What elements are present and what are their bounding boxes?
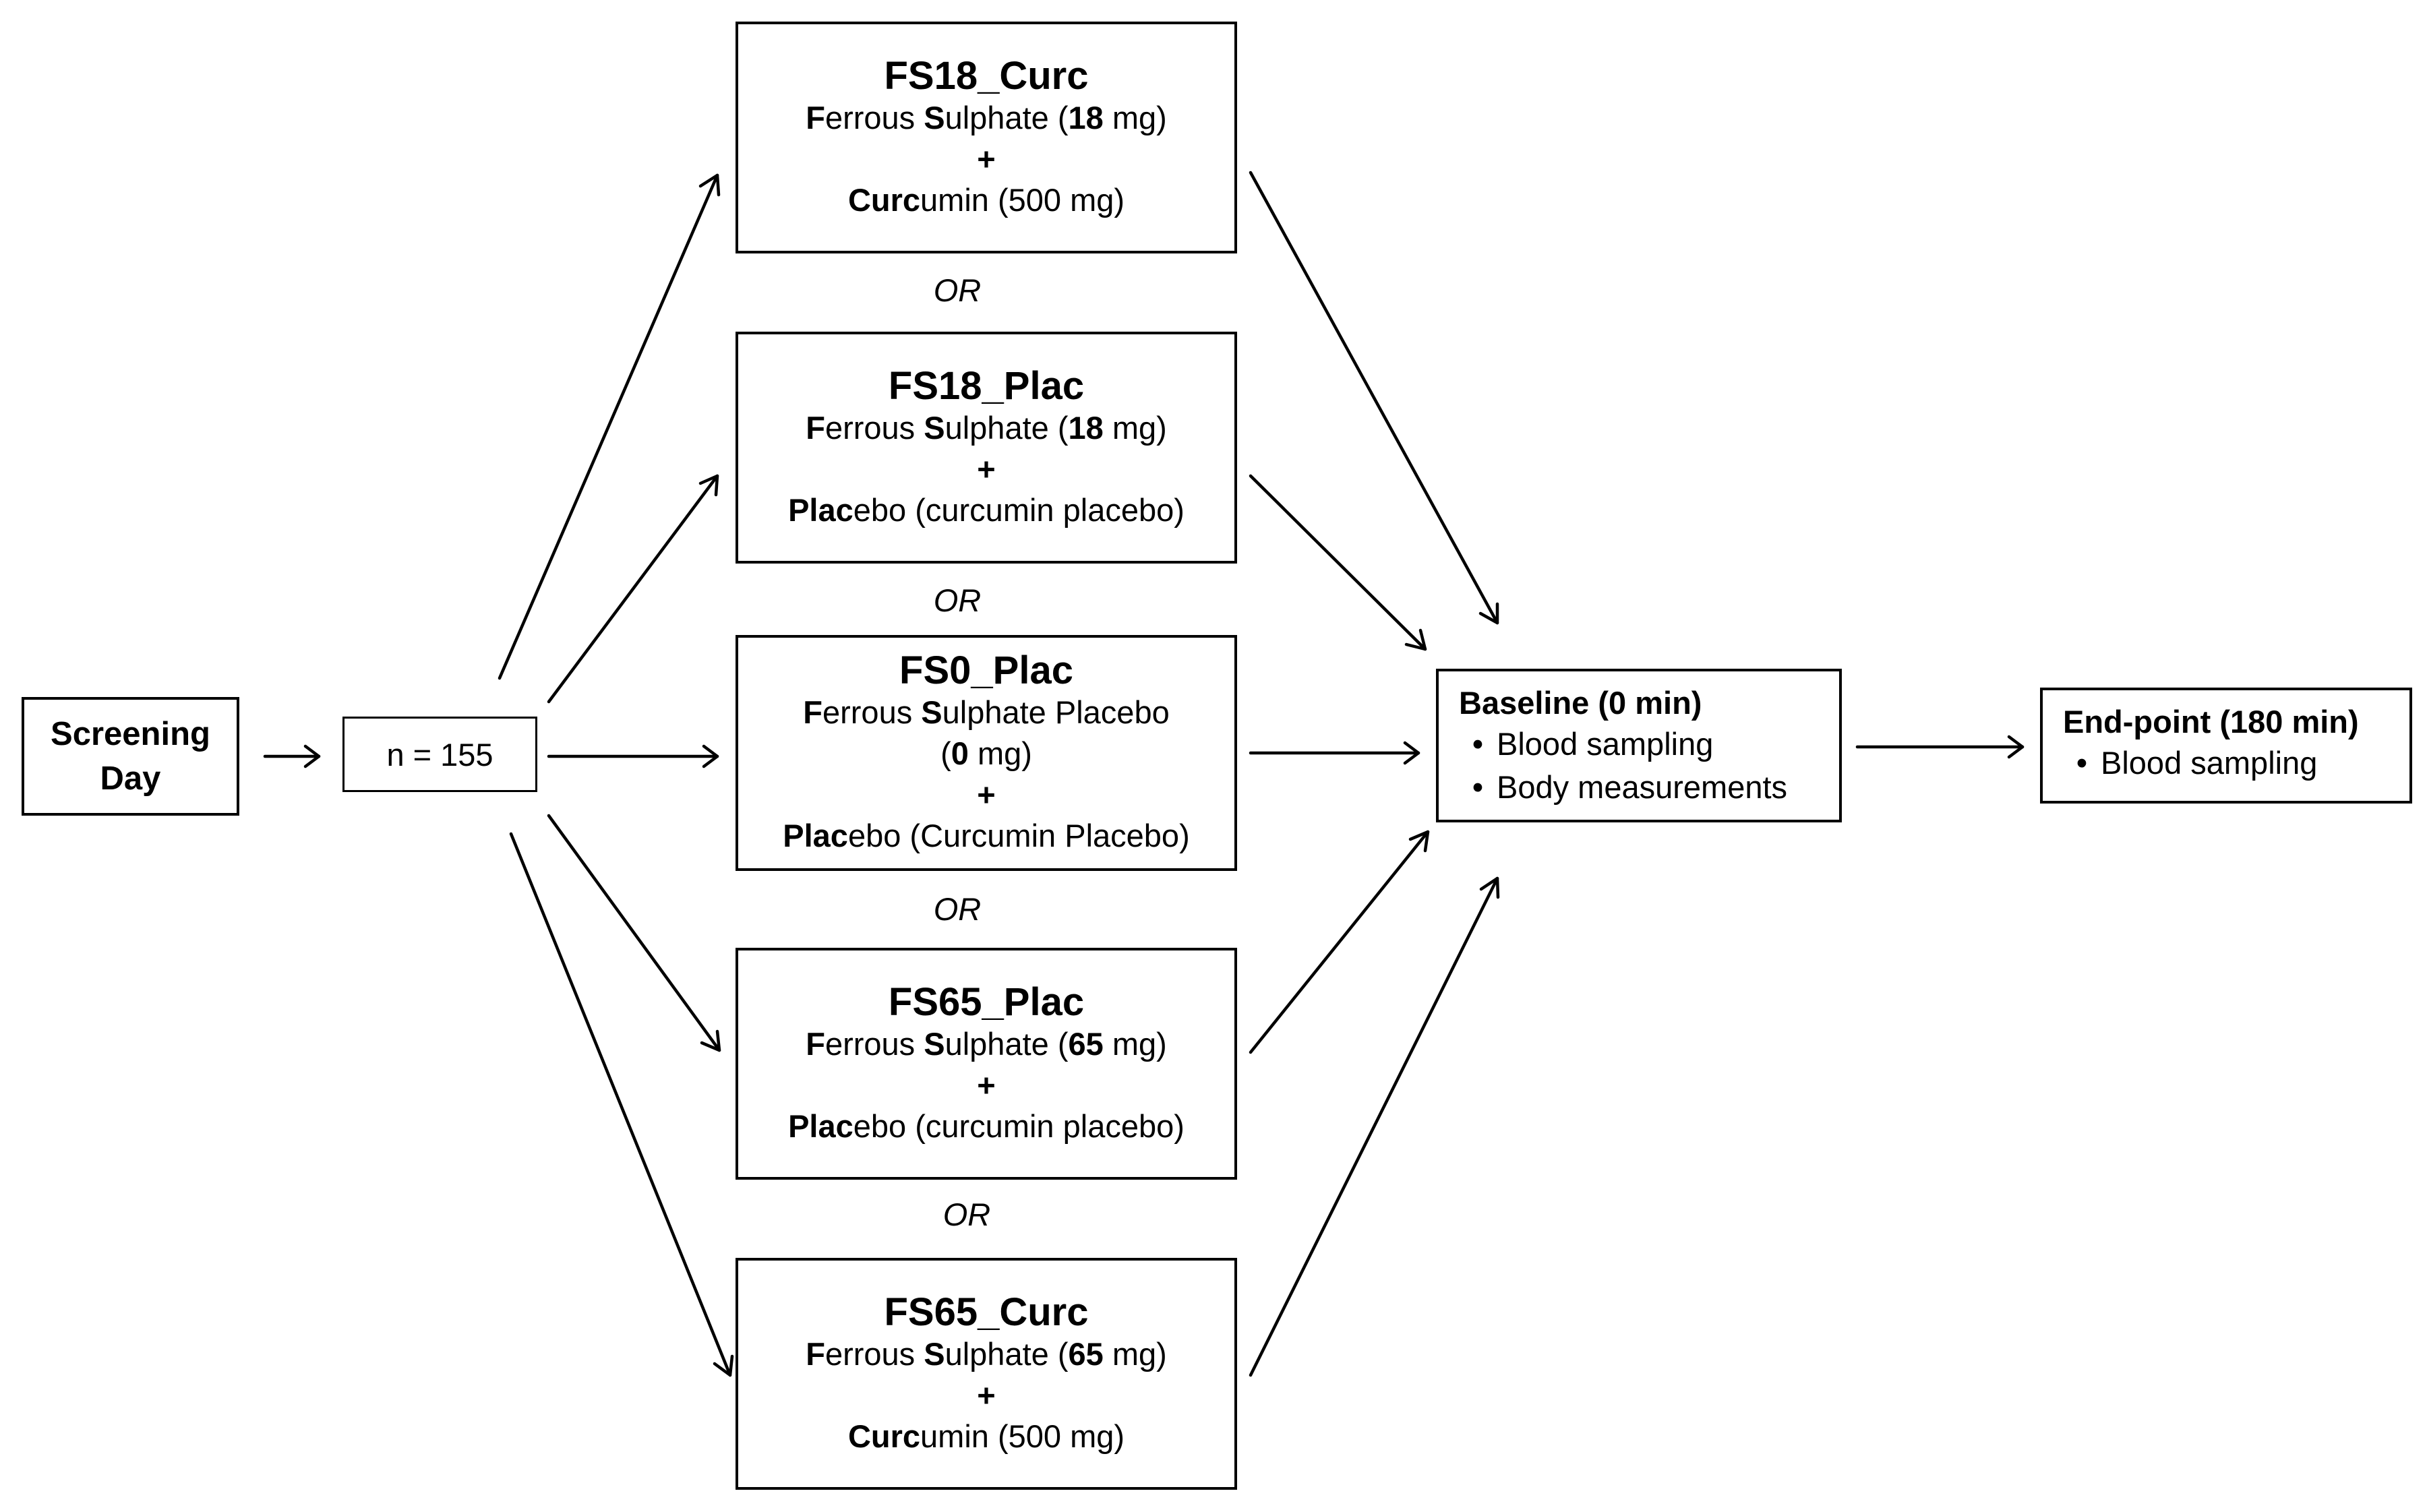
arm-second-line: Placebo (Curcumin Placebo) [783, 818, 1190, 853]
sample-size-label: n = 155 [386, 736, 493, 773]
screening-day-box: Screening Day [22, 697, 239, 816]
sample-size-box: n = 155 [342, 717, 537, 792]
arm-second-line: Curcumin (500 mg) [847, 181, 1125, 218]
arm-box-fs65-curc: FS65_Curc Ferrous Sulphate (65 mg) + Cur… [736, 1258, 1237, 1490]
arrow-fs18-curc-to-baseline [1249, 171, 1499, 625]
or-label-1: OR [933, 272, 982, 308]
arm-iron-line: Ferrous Sulphate Placebo [803, 694, 1170, 730]
arm-title: FS18_Plac [888, 363, 1085, 408]
arm-title: FS65_Curc [884, 1290, 1089, 1334]
arrow-n-to-fs65-plac [547, 814, 721, 1052]
endpoint-title: End-point (180 min) [2063, 704, 2359, 739]
arm-plus: + [977, 1066, 996, 1103]
arm-dose-line: (0 mg) [940, 735, 1032, 771]
arrow-n-to-fs0-plac [547, 744, 719, 768]
screening-line2: Day [100, 760, 161, 797]
arm-iron-line: Ferrous Sulphate (18 mg) [806, 99, 1167, 135]
arrow-fs65-plac-to-baseline [1249, 830, 1430, 1054]
or-label-3: OR [933, 891, 982, 927]
arm-iron-line: Ferrous Sulphate (65 mg) [806, 1335, 1167, 1372]
arm-iron-line: Ferrous Sulphate (65 mg) [806, 1025, 1167, 1062]
arm-box-fs18-curc: FS18_Curc Ferrous Sulphate (18 mg) + Cur… [736, 22, 1237, 253]
baseline-title: Baseline (0 min) [1459, 685, 1702, 721]
arm-title: FS18_Curc [884, 53, 1089, 98]
arrow-n-to-fs18-curc [498, 173, 721, 680]
arm-box-fs65-plac: FS65_Plac Ferrous Sulphate (65 mg) + Pla… [736, 948, 1237, 1180]
screening-line1: Screening [51, 716, 210, 752]
arrow-baseline-to-endpoint [1855, 735, 2025, 759]
baseline-item-blood-sampling: •Blood sampling [1472, 726, 1714, 762]
baseline-item-body-measurements: •Body measurements [1472, 769, 1788, 805]
arm-box-fs0-plac: FS0_Plac Ferrous Sulphate Placebo (0 mg)… [736, 635, 1237, 871]
endpoint-item-blood-sampling: •Blood sampling [2076, 745, 2318, 781]
endpoint-box: End-point (180 min) •Blood sampling [2040, 688, 2412, 804]
or-label-2: OR [933, 582, 982, 618]
arm-box-fs18-plac: FS18_Plac Ferrous Sulphate (18 mg) + Pla… [736, 332, 1237, 564]
arm-iron-line: Ferrous Sulphate (18 mg) [806, 409, 1167, 446]
arm-second-line: Placebo (curcumin placebo) [788, 1108, 1185, 1144]
arrow-n-to-fs18-plac [547, 474, 719, 704]
arrow-fs18-plac-to-baseline [1249, 474, 1427, 651]
arm-plus: + [977, 777, 996, 812]
arm-plus: + [977, 450, 996, 487]
arm-title: FS0_Plac [899, 648, 1073, 692]
baseline-box: Baseline (0 min) •Blood sampling •Body m… [1436, 669, 1842, 822]
arrow-fs0-plac-to-baseline [1249, 741, 1420, 765]
arm-second-line: Curcumin (500 mg) [847, 1418, 1125, 1454]
arm-second-line: Placebo (curcumin placebo) [788, 491, 1185, 528]
arrow-fs65-curc-to-baseline [1249, 876, 1500, 1377]
or-label-4: OR [942, 1197, 991, 1232]
arm-title: FS65_Plac [888, 979, 1085, 1024]
arrow-n-to-fs65-curc [509, 832, 734, 1377]
arm-plus: + [977, 140, 996, 177]
arrow-screening-to-n [263, 744, 321, 768]
arm-plus: + [977, 1377, 996, 1413]
